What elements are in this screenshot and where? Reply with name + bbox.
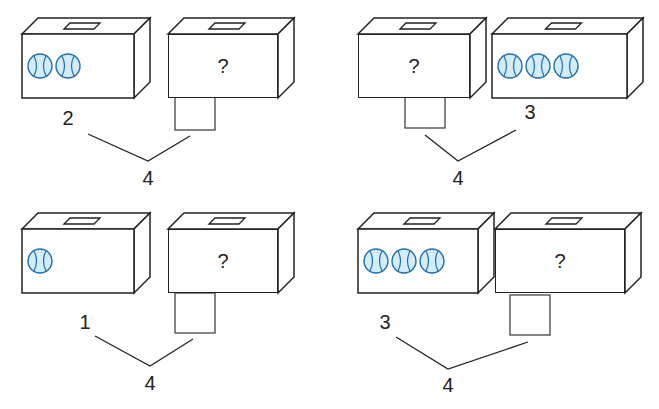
bond-number: 4	[452, 167, 463, 189]
ball-seam	[34, 251, 37, 271]
tissue-box	[358, 18, 486, 98]
box-top	[22, 18, 150, 34]
box-slot	[64, 218, 100, 224]
box-top	[22, 213, 150, 229]
box-side	[627, 18, 643, 98]
box-top	[495, 213, 641, 229]
ball	[498, 54, 522, 78]
tissue-box	[22, 213, 150, 293]
box-slot	[546, 23, 582, 29]
box-top	[168, 18, 294, 34]
mystery-box: ?	[168, 229, 278, 293]
ball-seam	[72, 56, 75, 76]
ball	[364, 249, 388, 273]
ball	[554, 54, 578, 78]
ball-seam	[34, 56, 37, 76]
box-front	[492, 34, 627, 98]
tissue-box	[358, 213, 494, 293]
ball-seam	[408, 251, 411, 271]
ball	[28, 249, 52, 273]
bond-number: 3	[379, 311, 390, 333]
ball	[56, 54, 80, 78]
tissue-box	[495, 213, 641, 293]
box-slot	[546, 218, 582, 224]
box-top	[358, 213, 494, 229]
ball	[420, 249, 444, 273]
bond-line	[396, 337, 528, 369]
box-side	[134, 18, 150, 98]
ball-seam	[62, 56, 65, 76]
question-mark: ?	[217, 55, 228, 77]
box-slot	[209, 218, 245, 224]
bond-number: 3	[524, 101, 535, 123]
tissue-box	[492, 18, 643, 98]
ball-seam	[370, 251, 373, 271]
box-front	[358, 229, 478, 293]
box-side	[134, 213, 150, 293]
ball-seam	[532, 56, 535, 76]
ball	[526, 54, 550, 78]
box-slot	[400, 23, 436, 29]
bond-line	[88, 134, 190, 161]
box-slot	[404, 218, 440, 224]
box-front	[22, 34, 134, 98]
box-slot	[209, 23, 245, 29]
ball-seam	[426, 251, 429, 271]
bond-number: 4	[144, 372, 155, 394]
ball-seam	[514, 56, 517, 76]
box-slot	[64, 23, 100, 29]
ball-seam	[44, 251, 47, 271]
ball-seam	[380, 251, 383, 271]
ball-seam	[436, 251, 439, 271]
answer-square	[175, 293, 215, 333]
ball-seam	[504, 56, 507, 76]
bond-number: 4	[142, 167, 153, 189]
ball	[392, 249, 416, 273]
ball-seam	[570, 56, 573, 76]
bond-number: 4	[442, 374, 453, 396]
question-mark: ?	[554, 250, 565, 272]
question-mark: ?	[217, 250, 228, 272]
box-side	[278, 18, 294, 98]
box-top	[358, 18, 486, 34]
box-top	[168, 213, 294, 229]
ball-seam	[44, 56, 47, 76]
bond-number: 1	[79, 311, 90, 333]
bond-number: 2	[62, 107, 73, 129]
question-mark: ?	[408, 55, 419, 77]
bond-line	[95, 336, 193, 366]
tissue-box	[168, 18, 294, 98]
tissue-box	[168, 213, 294, 293]
box-side	[478, 213, 494, 293]
ball	[28, 54, 52, 78]
box-side	[625, 213, 641, 293]
box-side	[470, 18, 486, 98]
answer-square	[510, 295, 550, 335]
box-art	[22, 18, 643, 369]
ball-seam	[398, 251, 401, 271]
mystery-box: ?	[168, 34, 278, 98]
ball-seam	[542, 56, 545, 76]
tissue-box	[22, 18, 150, 98]
mystery-box: ?	[495, 229, 625, 293]
box-top	[492, 18, 643, 34]
box-side	[278, 213, 294, 293]
box-front	[22, 229, 134, 293]
mystery-box: ?	[358, 34, 470, 98]
bond-line	[425, 130, 516, 161]
ball-seam	[560, 56, 563, 76]
